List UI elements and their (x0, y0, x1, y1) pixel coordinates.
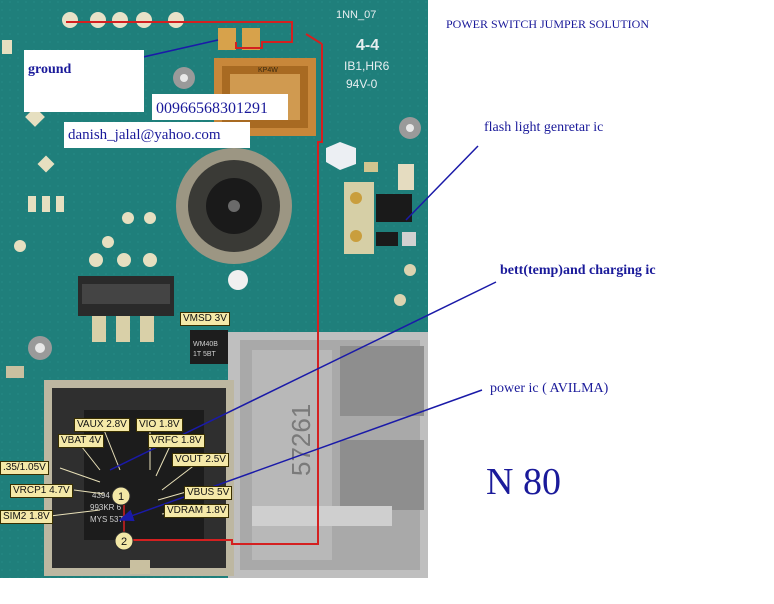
sim-serial-text: 57261 (286, 404, 316, 476)
jumper-wire (66, 21, 293, 49)
board-ref-text: 1NN_07 (336, 9, 376, 21)
vsim2-tag: SIM2 1.8V (0, 510, 53, 524)
battery-connector (78, 276, 174, 342)
vio-tag: VIO 1.8V (136, 418, 183, 432)
power-ic-label: power ic ( AVILMA) (490, 381, 609, 396)
right-side-pads (394, 264, 416, 306)
bottom-pads (6, 366, 150, 574)
jumper-wire-main (126, 44, 323, 545)
flash-area-components (344, 162, 416, 254)
vbat-tag: VBAT 4V (58, 434, 105, 448)
email-box (64, 122, 250, 148)
chip3-text: 1T 5BT (193, 351, 217, 358)
email-address: danish_jalal@yahoo.com (68, 127, 221, 143)
vmsd-tag: VMSD 3V (180, 312, 230, 326)
board-code3-text: 94V-0 (346, 77, 378, 91)
board-code1-text: 4-4 (356, 37, 379, 54)
vbus-tag: VBUS 5V (184, 486, 233, 500)
jumper-point-2: 2 (114, 531, 134, 551)
jumper-point-1: 1 (111, 486, 131, 506)
vcore-tag: .35/1.05V (0, 461, 49, 475)
svg-text:1: 1 (118, 491, 124, 503)
phone-number: 00966568301291 (156, 100, 268, 117)
flash-led (326, 142, 356, 170)
ground-label-box (24, 50, 144, 112)
vaux-tag: VAUX 2.8V (74, 418, 130, 432)
chip2-text: WM40B (193, 341, 218, 348)
small-chip (190, 330, 228, 364)
camera-module (176, 148, 292, 290)
chip5-text: 993KR 6 (90, 503, 122, 512)
chip4-text: 4394 (92, 491, 110, 500)
chip6-text: MYS 537 (90, 515, 123, 524)
battery-ic-label: bett(temp)and charging ic (500, 263, 656, 278)
chip1-text: KP4W (258, 67, 278, 74)
vdram-tag: VDRAM 1.8V (164, 504, 230, 518)
flash-ic-pointer (405, 145, 479, 221)
power-ic-package (44, 380, 234, 576)
sim-card-tray (228, 332, 428, 578)
model-name: N 80 (486, 461, 561, 503)
page-title: POWER SWITCH JUMPER SOLUTION (446, 17, 649, 31)
power-ic-pointer (118, 389, 483, 522)
svg-text:2: 2 (121, 536, 127, 548)
top-edge-pads (62, 12, 184, 28)
vrcp1-tag: VRCP1 4.7V (10, 484, 73, 498)
ground-label: ground (28, 62, 72, 77)
antenna-contact (28, 67, 421, 360)
vrfc-tag: VRFC 1.8V (148, 434, 205, 448)
vout-tag: VOUT 2.5V (172, 453, 229, 467)
flash-ic-label: flash light genretar ic (484, 120, 603, 135)
board-code2-text: IB1,HR6 (344, 59, 390, 73)
contact-box (152, 94, 288, 120)
